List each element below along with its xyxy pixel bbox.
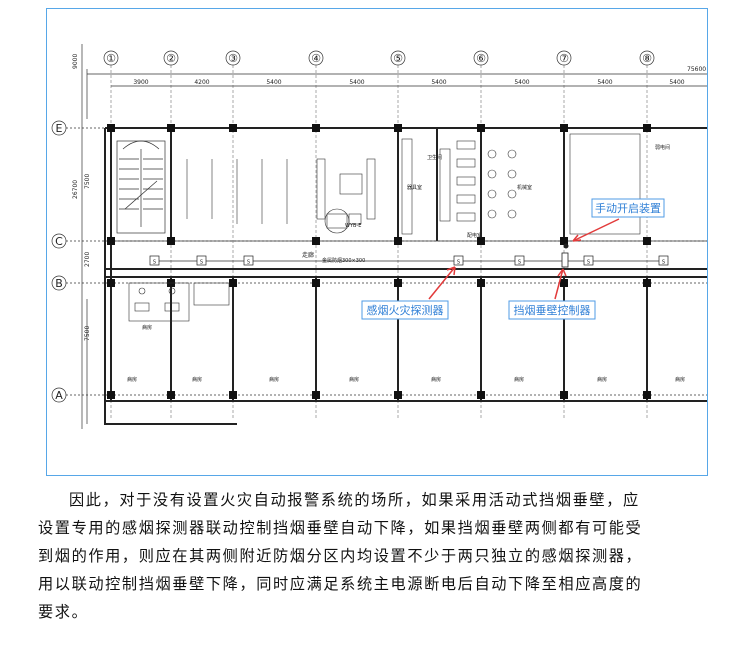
- room-label-r7: 病房: [192, 376, 202, 383]
- callout-manual-device: 手动开启装置: [572, 198, 665, 242]
- axis-label-1: ①: [106, 52, 116, 65]
- total-dimension: 75600: [687, 66, 706, 73]
- staircase: [116, 140, 166, 234]
- corridor-label: 走廊: [302, 251, 314, 259]
- room-label-r6: 病房: [127, 376, 137, 383]
- axis-label-7: ⑦: [559, 52, 569, 65]
- dimension-lines: 75600 3900 4200 5400 5400 5400 5400 5400…: [72, 44, 707, 429]
- floor-plan-figure: ① ② ③ ④ ⑤ ⑥ ⑦ ⑧ 75600 3900 4200 5400 540…: [46, 8, 708, 476]
- axis-bubbles: ① ② ③ ④ ⑤ ⑥ ⑦ ⑧: [103, 50, 655, 66]
- row-label-b: B: [55, 277, 63, 290]
- callout-smoke-detector-text: 感烟火灾探测器: [367, 303, 444, 317]
- callout-curtain-controller-text: 挡烟垂壁控制器: [514, 303, 591, 317]
- room-label-r11: 病房: [514, 376, 524, 383]
- dim-2: 4200: [194, 79, 209, 86]
- room-label-r14: 病房: [142, 324, 152, 331]
- floor-plan-drawing: ① ② ③ ④ ⑤ ⑥ ⑦ ⑧ 75600 3900 4200 5400 540…: [51, 44, 707, 429]
- axis-label-5: ⑤: [393, 52, 403, 65]
- dim-8: 5400: [669, 79, 684, 86]
- paragraph-line-1: 因此，对于没有设置火灾自动报警系统的场所，如果采用活动式挡烟垂壁，应: [69, 491, 640, 509]
- room-label-r5: 弱电间: [655, 144, 670, 151]
- detector-symbol: S: [662, 260, 665, 266]
- room-labels: 器具室 卫生间 配电室 机械室 弱电间 病房 病房 病房 病房 病房 病房 病房…: [127, 144, 685, 383]
- dim-3: 5400: [266, 79, 281, 86]
- detector-symbol: S: [457, 260, 460, 266]
- detector-symbol: S: [247, 260, 250, 266]
- axis-label-2: ②: [166, 52, 176, 65]
- room-label-r13: 病房: [675, 376, 685, 383]
- left-dim-4: 2700: [84, 252, 91, 267]
- room-label-r8: 病房: [269, 376, 279, 383]
- left-dim-1: 9000: [72, 54, 79, 69]
- detector-line: S S S S S S S: [149, 243, 669, 268]
- room-label-r4: 机械室: [517, 184, 532, 191]
- paragraph-line-5: 要求。: [38, 603, 89, 621]
- toilets: [128, 149, 517, 322]
- axis-label-6: ⑥: [476, 52, 486, 65]
- annotation-small-2: WYB-E: [345, 223, 361, 229]
- room-label-r1: 器具室: [407, 184, 422, 191]
- axis-label-3: ③: [228, 52, 238, 65]
- body-paragraph: 因此，对于没有设置火灾自动报警系统的场所，如果采用活动式挡烟垂壁，应 设置专用的…: [38, 486, 718, 626]
- dim-1: 3900: [133, 79, 148, 86]
- detector-symbol: S: [200, 260, 203, 266]
- callout-manual-device-text: 手动开启装置: [595, 201, 661, 215]
- dim-4: 5400: [349, 79, 364, 86]
- paragraph-line-3: 到烟的作用，则应在其两侧附近防烟分区内均设置不少于两只独立的感烟探测器，: [38, 547, 643, 565]
- dim-7: 5400: [597, 79, 612, 86]
- row-label-e: E: [56, 122, 63, 135]
- callout-curtain-controller: 挡烟垂壁控制器: [508, 268, 596, 320]
- axis-label-4: ④: [311, 52, 321, 65]
- detector-symbol: S: [153, 260, 156, 266]
- equipment: [186, 133, 641, 235]
- room-label-r10: 病房: [431, 376, 441, 383]
- row-label-c: C: [55, 235, 63, 248]
- detector-symbol: S: [518, 260, 521, 266]
- paragraph-line-4: 用以联动控制挡烟垂壁下降，同时应满足系统主电源断电后自动下降至相应高度的: [38, 575, 643, 593]
- left-dim-2: 26700: [72, 180, 79, 199]
- row-label-a: A: [55, 389, 63, 402]
- axis-label-8: ⑧: [642, 52, 652, 65]
- dim-5: 5400: [431, 79, 446, 86]
- dim-6: 5400: [514, 79, 529, 86]
- room-label-r2: 卫生间: [427, 154, 442, 161]
- callout-smoke-detector: 感烟火灾探测器: [361, 266, 456, 320]
- walls: [86, 69, 707, 425]
- annotation-small-1: 金属防烟300×300: [322, 257, 365, 264]
- left-dim-5: 7500: [84, 326, 91, 341]
- room-label-r3: 配电室: [467, 232, 482, 239]
- room-label-r9: 病房: [349, 376, 359, 383]
- room-label-r12: 病房: [597, 376, 607, 383]
- paragraph-line-2: 设置专用的感烟探测器联动控制挡烟垂壁自动下降，如果挡烟垂壁两侧都有可能受: [38, 519, 643, 537]
- columns: [107, 124, 651, 399]
- left-dim-3: 7500: [84, 174, 91, 189]
- detector-symbol: S: [587, 260, 590, 266]
